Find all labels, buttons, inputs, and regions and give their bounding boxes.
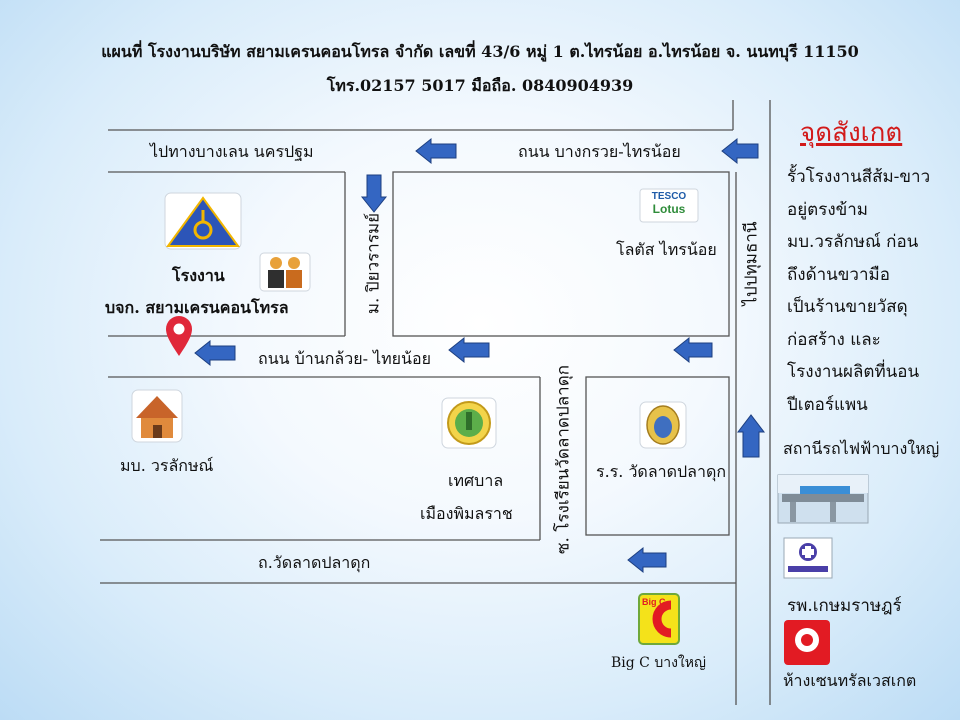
landmark-note: โรงงานผลิตที่นอน <box>787 362 920 382</box>
hospital-logo-icon <box>783 537 833 579</box>
lotus-label: โลตัส ไทรน้อย <box>616 240 717 259</box>
map-title: แผนที่ โรงงานบริษัท สยามเครนคอนโทรล จำกั… <box>101 42 859 61</box>
house-icon <box>131 389 183 443</box>
arrow-down-icon <box>360 174 388 213</box>
arrow-left-icon <box>721 137 759 165</box>
workers-icon <box>259 252 311 292</box>
road-label-bang-kruai: ถนน บางกรวย-ไทรน้อย <box>518 142 681 161</box>
station-label: สถานีรถไฟฟ้าบางใหญ่ <box>783 439 940 458</box>
lotus-logo-text-bottom: Lotus <box>652 202 686 216</box>
arrow-left-icon <box>627 546 667 574</box>
block-school <box>585 376 730 536</box>
arrow-left-icon <box>673 336 713 364</box>
road-label-to-pathum-thani: ไปปทุมธานี <box>741 221 762 306</box>
municipality-label-line1: เทศบาล <box>448 471 504 490</box>
skytrain-photo <box>777 474 869 524</box>
road-label-wat-lat-pla-duk: ถ.วัดลาดปลาดุก <box>258 553 371 572</box>
school-label: ร.ร. วัดลาดปลาดุก <box>596 462 727 481</box>
landmark-note: ถึงด้านขวามือ <box>787 264 890 285</box>
landmark-note: มบ.วรลักษณ์ ก่อน <box>787 232 919 252</box>
road-label-to-bang-len: ไปทางบางเลน นครปฐม <box>150 142 314 161</box>
landmark-note: รั้วโรงงานสีส้ม-ขาว <box>787 167 931 187</box>
landmark-note: ปีเตอร์แพน <box>787 394 868 415</box>
landmark-note: เป็นร้านขายวัสดุ <box>787 297 908 317</box>
school-seal-icon <box>639 401 687 449</box>
landmark-note: ก่อสร้าง และ <box>787 329 881 350</box>
bigc-label: Big C บางใหญ่ <box>611 655 706 671</box>
landmark-notes: รั้วโรงงานสีส้ม-ขาว อยู่ตรงข้าม มบ.วรลัก… <box>787 161 930 421</box>
bigc-logo-text: Big C <box>642 597 666 607</box>
arrow-left-icon <box>415 137 457 165</box>
municipality-seal-icon <box>441 397 497 449</box>
municipality-label-line2: เมืองพิมลราช <box>420 504 513 523</box>
factory-logo-icon <box>164 192 242 250</box>
lotus-logo <box>639 188 699 223</box>
lotus-logo-text-top: TESCO <box>651 191 687 202</box>
location-pin-icon <box>166 316 192 356</box>
central-mall-logo-icon <box>784 620 830 665</box>
landmark-note: อยู่ตรงข้าม <box>787 199 869 220</box>
arrow-up-icon <box>736 414 766 458</box>
contact-line: โทร.02157 5017 มือถือ. 0840904939 <box>326 76 634 95</box>
mall-label: ห้างเซนทรัลเวสเกต <box>783 671 917 690</box>
company-label: บจก. สยามเครนคอนโทรล <box>105 298 289 317</box>
hospital-label: รพ.เกษมราษฎร์ <box>787 596 902 616</box>
road-label-ban-kluai: ถนน บ้านกล้วย- ไทยน้อย <box>258 349 431 368</box>
village-label: มบ. วรลักษณ์ <box>120 456 214 475</box>
block-lotus <box>392 171 730 337</box>
road-label-soi-piyawaram: ม. ปิยวรารมย์ <box>363 212 384 315</box>
bigc-logo-icon <box>638 593 680 645</box>
road-label-soi-school: ซ. โรงเรียนวัดลาดปลาดุก <box>553 364 574 555</box>
arrow-left-icon <box>448 336 490 364</box>
landmarks-title: จุดสังเกต <box>800 118 903 148</box>
arrow-left-icon <box>194 339 236 367</box>
factory-label: โรงงาน <box>172 266 225 285</box>
